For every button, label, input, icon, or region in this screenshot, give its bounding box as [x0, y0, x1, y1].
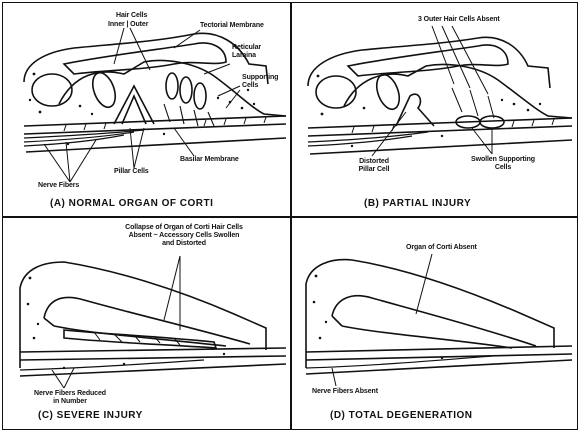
panel-d: Organ of Corti Absent Nerve Fibers Absen… [292, 218, 576, 428]
label-pillar-cells: Pillar Cells [114, 168, 149, 176]
label-outer-hair-cells-absent: 3 Outer Hair Cells Absent [418, 16, 500, 24]
label-inner-outer: Inner | Outer [108, 21, 148, 29]
label-nerve-fibers-absent: Nerve Fibers Absent [312, 388, 378, 396]
caption-b: (B) PARTIAL INJURY [364, 198, 471, 209]
label-reticular-lamina: Reticular Lamina [232, 44, 272, 60]
label-organ-of-corti-absent: Organ of Corti Absent [406, 244, 477, 252]
panel-b: 3 Outer Hair Cells Absent Distorted Pill… [292, 4, 576, 216]
label-basilar-membrane: Basilar Membrane [180, 156, 239, 164]
label-distorted-pillar-cell: Distorted Pillar Cell [352, 158, 396, 174]
label-nerve-fibers-reduced: Nerve Fibers Reduced in Number [32, 390, 108, 406]
panel-a: Hair Cells Inner | Outer Tectorial Membr… [4, 4, 290, 216]
label-nerve-fibers: Nerve Fibers [38, 182, 79, 190]
partial-injury-drawing [292, 4, 576, 216]
panel-c: Collapse of Organ of Corti Hair Cells Ab… [4, 218, 290, 428]
label-hair-cells: Hair Cells [116, 12, 147, 20]
caption-a: (A) NORMAL ORGAN OF CORTI [50, 198, 213, 209]
caption-d: (D) TOTAL DEGENERATION [330, 410, 472, 421]
label-supporting-cells: Supporting Cells [242, 74, 282, 90]
label-tectorial-membrane: Tectorial Membrane [200, 22, 264, 30]
caption-c: (C) SEVERE INJURY [38, 410, 143, 421]
label-swollen-supporting-cells: Swollen Supporting Cells [470, 156, 536, 172]
horizontal-divider [2, 216, 578, 218]
label-collapse-of-organ-of-corti: Collapse of Organ of Corti Hair Cells Ab… [122, 224, 246, 248]
